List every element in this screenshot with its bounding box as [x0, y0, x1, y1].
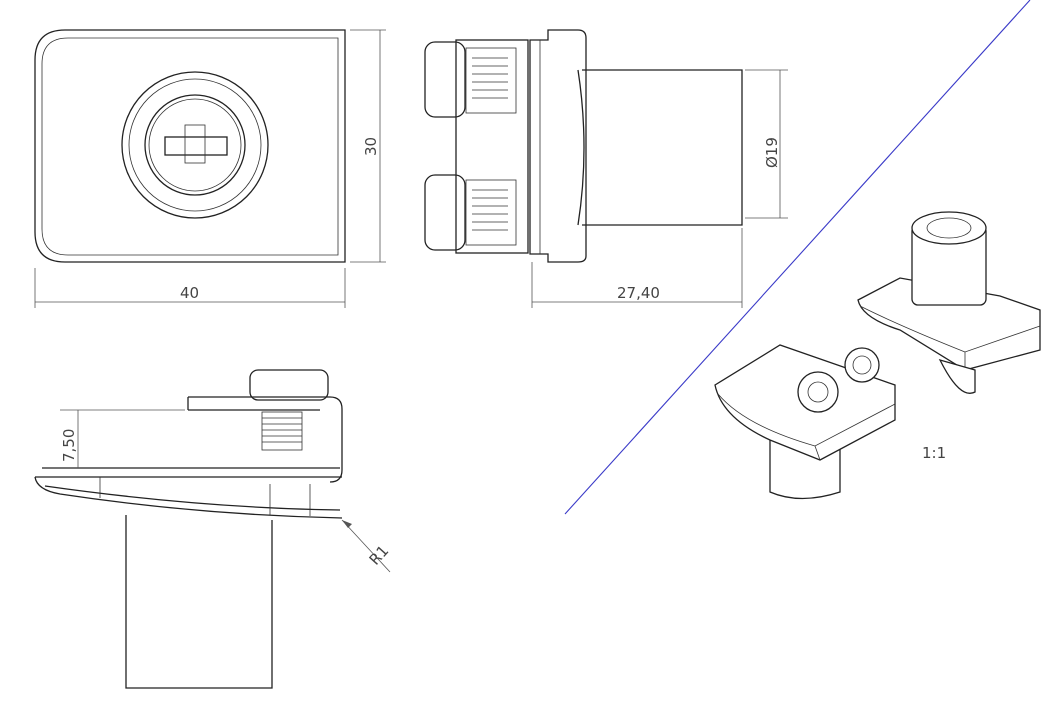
dim-front-height: 30: [350, 29, 386, 263]
dim-text-height: 30: [362, 137, 380, 156]
key-slot: [164, 136, 228, 156]
dim-section-height: 7,50: [60, 409, 185, 468]
isometric-lock-body: [857, 211, 1041, 394]
dim-text-length: 27,40: [617, 284, 660, 302]
dim-text-width: 40: [180, 284, 199, 302]
dim-diameter: Ø19: [745, 69, 788, 219]
dim-text-diameter: Ø19: [763, 137, 781, 168]
dim-radius: R1: [341, 519, 393, 573]
scale-label: 1:1: [922, 444, 946, 462]
view-divider-line: [564, 0, 1031, 515]
dim-text-section-height: 7,50: [60, 429, 78, 462]
dim-front-width: 40: [34, 268, 346, 308]
front-view: [34, 29, 346, 263]
dim-side-length: 27,40: [531, 228, 743, 308]
bottom-view: [34, 369, 343, 689]
side-view: [424, 29, 743, 263]
isometric-lock-mount: [714, 344, 896, 500]
dim-text-radius: R1: [366, 542, 393, 569]
